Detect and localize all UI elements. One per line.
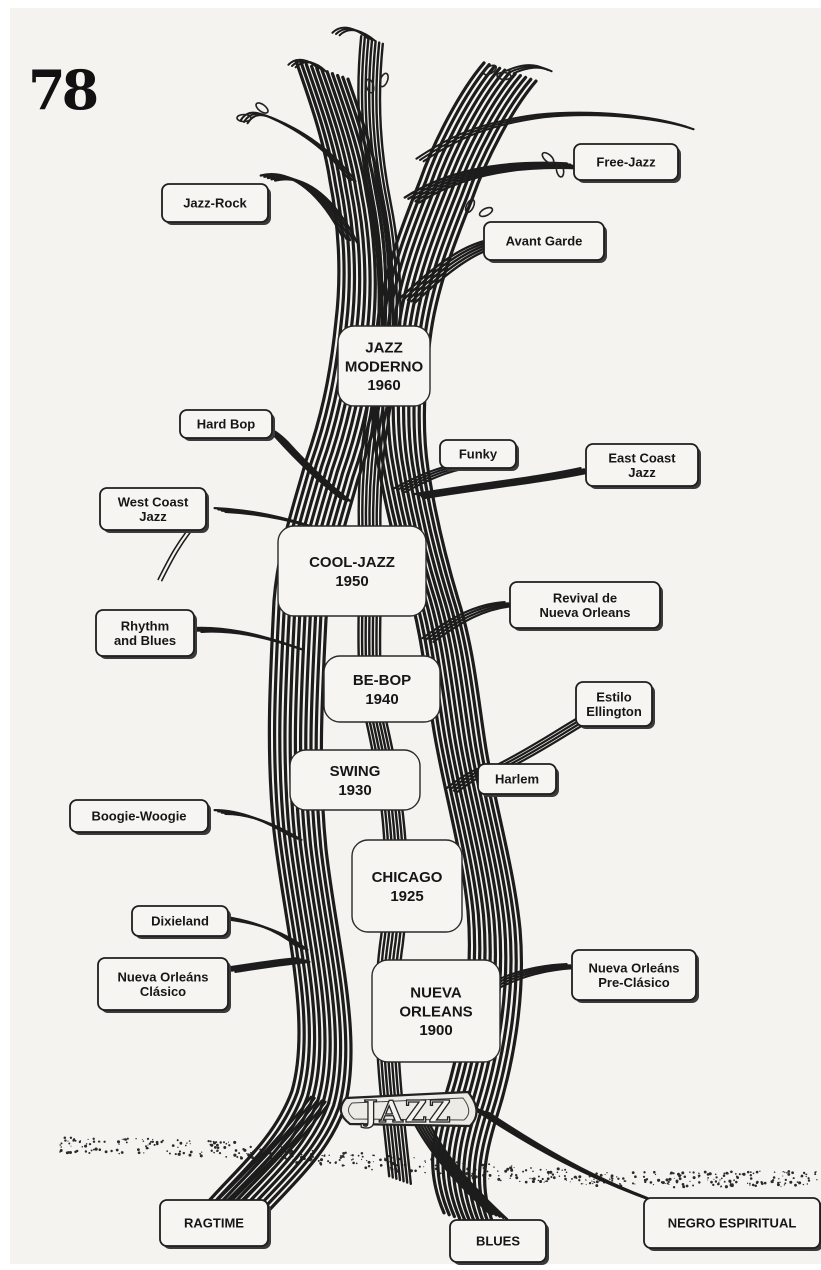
branch-label-text: Jazz (628, 465, 656, 480)
branch-label-text: Hard Bop (197, 417, 256, 432)
trunk-era-text: COOL-JAZZ (309, 554, 395, 571)
branch-label-text: Dixieland (151, 914, 209, 929)
jazz-root-sign: JAZZ (339, 1090, 478, 1131)
trunk-era-text: NUEVA (410, 985, 462, 1002)
trunk-era-cool-jazz: COOL-JAZZ 1950 (277, 525, 427, 617)
branch-label-text: Free-Jazz (596, 155, 656, 170)
leaf-icon (236, 113, 252, 123)
branch-label-text: Revival de (553, 590, 617, 605)
branch-label-text: Nueva Orleáns (588, 960, 679, 975)
trunk-era-text: SWING (330, 763, 381, 780)
branch-jazz-rock (259, 173, 359, 244)
trunk-era-text: 1900 (419, 1022, 452, 1039)
branch-free-jazz (403, 161, 583, 204)
branch-east-coast (413, 467, 593, 499)
label-ragtime: RAGTIME (159, 1199, 271, 1249)
trunk-era-text: 1950 (335, 573, 368, 590)
branch-revival (421, 601, 517, 643)
branch-label-text: West Coast (118, 494, 189, 509)
leaf-icon (478, 206, 494, 218)
label-harlem: Harlem (477, 763, 559, 797)
branch-label-text: Jazz (139, 509, 167, 524)
branch-label-text: Clásico (140, 984, 186, 999)
page-number: 78 (28, 58, 99, 122)
free-jazz-branch-far (415, 111, 695, 163)
trunk-era-text: JAZZ (365, 340, 403, 357)
trunk-era-text: ORLEANS (399, 1003, 472, 1020)
label-blues: BLUES (449, 1219, 549, 1265)
label-jazz-rock: Jazz-Rock (161, 183, 271, 225)
label-negro-espiritual: NEGRO ESPIRITUAL (643, 1197, 821, 1251)
branch-label-text: Rhythm (121, 618, 169, 633)
trunk-era-text: 1925 (390, 888, 423, 905)
branch-label-text: Boogie-Woogie (91, 809, 186, 824)
leaf-icon (482, 64, 498, 76)
trunk-era-text: BE-BOP (353, 672, 411, 689)
branch-label-text: Funky (459, 447, 498, 462)
label-free-jazz: Free-Jazz (573, 143, 681, 183)
label-funky: Funky (439, 439, 519, 471)
branch-label-text: East Coast (608, 450, 676, 465)
leaf-icon (555, 162, 565, 178)
crown-twig-b (287, 58, 327, 73)
leaf-icon (255, 102, 269, 114)
leaf-icon (496, 71, 512, 81)
branch-label-text: Ellington (586, 704, 642, 719)
branch-label-text: Nueva Orleans (539, 605, 630, 620)
root-blues (409, 1115, 509, 1221)
root-label-text: BLUES (476, 1234, 520, 1249)
branch-label-text: Nueva Orleáns (117, 969, 208, 984)
trunk-era-text: 1960 (367, 377, 400, 394)
trunk-era-text: 1940 (365, 691, 398, 708)
leaf-icon (379, 72, 389, 88)
root-label-text: NEGRO ESPIRITUAL (668, 1216, 797, 1231)
branch-rhythm-blues (189, 626, 305, 651)
branch-label-text: Harlem (495, 772, 539, 787)
leaf-icon (541, 151, 555, 165)
crown-twig-a (331, 26, 377, 43)
branch-label-text: Avant Garde (506, 234, 583, 249)
branch-label-text: and Blues (114, 633, 176, 648)
branch-label-text: Estilo (596, 689, 631, 704)
trunk-era-text: 1930 (338, 782, 371, 799)
root-ragtime (217, 1095, 331, 1207)
label-avant-garde: Avant Garde (483, 221, 607, 263)
branch-label-text: Pre-Clásico (598, 975, 670, 990)
crown-twig-d (239, 111, 357, 183)
label-hard-bop: Hard Bop (179, 409, 275, 441)
root-label-text: RAGTIME (184, 1216, 244, 1231)
leaf-icon (464, 198, 476, 214)
branch-boogie (213, 809, 303, 841)
trunk-era-text: CHICAGO (372, 869, 443, 886)
crown-twig-c (505, 64, 553, 75)
leaf-icon (365, 78, 375, 94)
jazz-sign-text: JAZZ (360, 1095, 452, 1130)
branch-nueva-clasico (223, 957, 311, 973)
label-boogie-woogie: Boogie-Woogie (69, 799, 211, 835)
trunk-era-text: MODERNO (345, 358, 424, 375)
trunk-era-chicago: CHICAGO 1925 (351, 839, 463, 933)
label-dixieland: Dixieland (131, 905, 231, 939)
trunk-era-be-bop: BE-BOP 1940 (323, 655, 441, 723)
trunk-era-swing: SWING 1930 (289, 749, 421, 811)
branch-label-text: Jazz-Rock (183, 196, 247, 211)
